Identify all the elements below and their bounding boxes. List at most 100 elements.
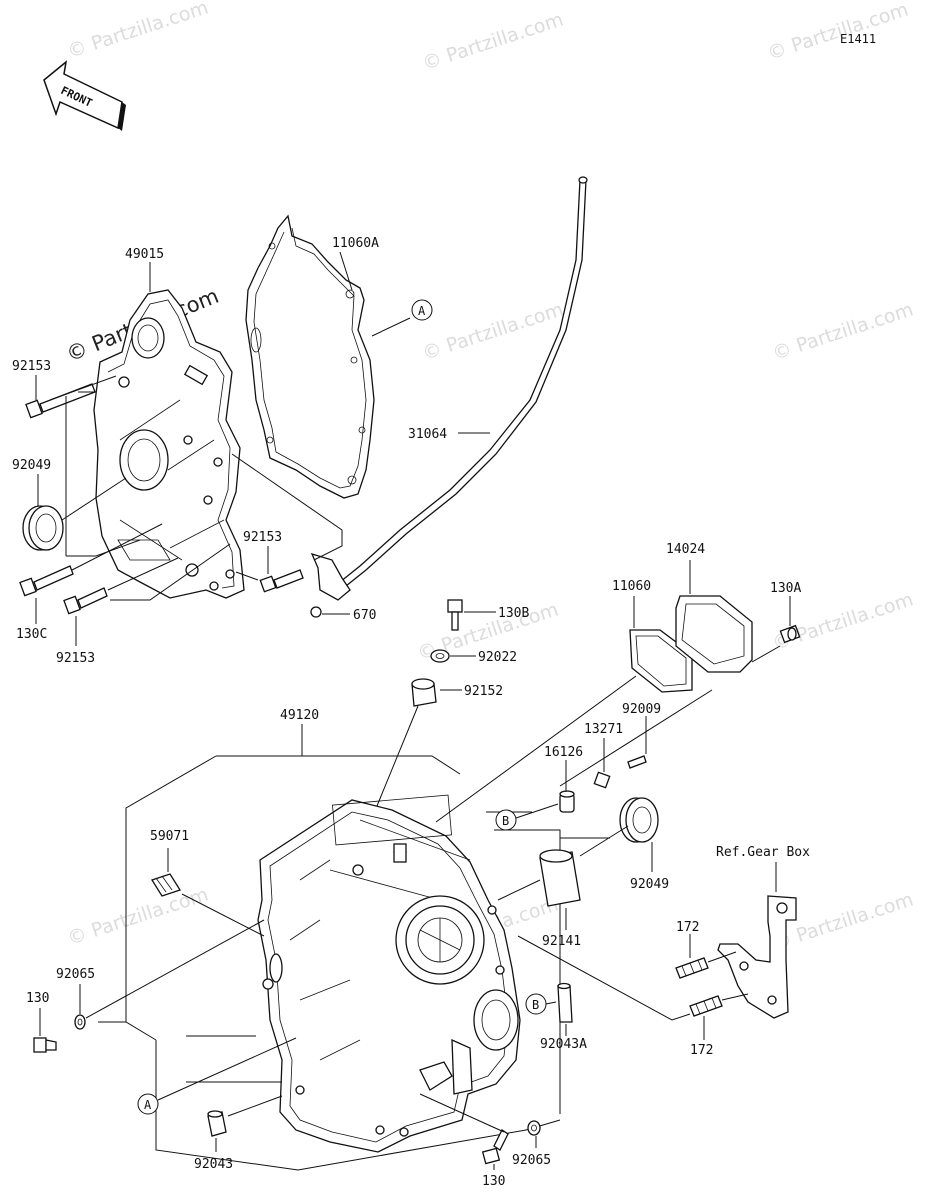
part-label-130: 130: [482, 1174, 505, 1189]
part-label-92009: 92009: [622, 702, 661, 717]
part-label-92043A: 92043A: [540, 1037, 587, 1052]
watermark: © Partzilla.com: [770, 589, 916, 655]
leader: [227, 1095, 283, 1117]
leader: [497, 879, 541, 901]
part-label-92043: 92043: [194, 1157, 233, 1172]
ref-marker-a: [137, 1093, 159, 1115]
leader: [517, 935, 691, 1021]
crankcase-49120: [257, 794, 521, 1153]
leader: [85, 919, 265, 1019]
part-label-130: 130: [26, 991, 49, 1006]
part-label-49120: 49120: [280, 708, 319, 723]
leader: [235, 571, 259, 581]
watermark: © Partzilla.com: [420, 9, 566, 75]
dowel-92043A: [557, 982, 573, 1023]
ref-marker-b: [495, 809, 517, 831]
bracket-line: [98, 755, 461, 1041]
gasket-11060: [629, 629, 693, 693]
dowel-92043: [207, 1110, 227, 1137]
bracket-line: [65, 396, 96, 557]
part-label-92141: 92141: [542, 934, 581, 949]
leader: [419, 1093, 505, 1133]
part-label-11060: 11060: [612, 579, 651, 594]
leader: [181, 893, 265, 937]
part-label-172: 172: [676, 920, 699, 935]
part-label-11060A: 11060A: [332, 236, 379, 251]
part-label-14024: 14024: [666, 542, 705, 557]
cap-92152: [411, 678, 437, 707]
screw-92009: [627, 755, 647, 769]
leader-ref-b: [515, 803, 559, 819]
leader: [95, 539, 231, 601]
bolt-130-bottom: [481, 1129, 509, 1165]
ref-gear-box-label: Ref.Gear Box: [716, 845, 810, 860]
bolt-130B: [447, 599, 463, 631]
part-label-92049: 92049: [630, 877, 669, 892]
leader: [231, 453, 343, 561]
part-label-31064: 31064: [408, 427, 447, 442]
leader: [707, 951, 737, 963]
pin-16126: [559, 790, 575, 813]
diagram-id: E1411: [840, 32, 876, 46]
stud-172-bottom: [689, 995, 723, 1017]
plug-13271: [593, 771, 611, 789]
leader: [435, 675, 713, 823]
part-label-92065: 92065: [512, 1153, 551, 1168]
ref-letter: B: [532, 998, 539, 1012]
leader: [71, 523, 163, 571]
part-label-92153: 92153: [243, 530, 282, 545]
part-label-13271: 13271: [584, 722, 623, 737]
part-label-92049: 92049: [12, 458, 51, 473]
dipstick-31064: [310, 176, 588, 618]
ref-letter: A: [144, 1098, 152, 1112]
leader: [721, 993, 749, 1001]
bolt-130C: [19, 565, 74, 597]
oil-seal-92049-right: [619, 797, 659, 843]
part-label-59071: 59071: [150, 829, 189, 844]
bolt-92153-right: [259, 569, 304, 593]
part-label-16126: 16126: [544, 745, 583, 760]
leader-bolt-a: [49, 375, 117, 401]
leader: [107, 557, 179, 591]
crankcase-cover-49015: [93, 289, 245, 599]
part-label-92152: 92152: [464, 684, 503, 699]
part-label-130B: 130B: [498, 606, 529, 621]
part-label-92153: 92153: [12, 359, 51, 374]
part-label-49015: 49015: [125, 247, 164, 262]
watermark: © Partzilla.com: [420, 299, 566, 365]
oil-seal-92049-left: [22, 505, 64, 551]
bolt-130-left: [33, 1037, 57, 1053]
part-label-92065: 92065: [56, 967, 95, 982]
ref-marker-a: [411, 299, 433, 321]
washer-92022: [430, 649, 450, 663]
part-label-92022: 92022: [478, 650, 517, 665]
gasket-11060A: [245, 214, 375, 499]
ref-letter: B: [502, 814, 509, 828]
plug-59071: [151, 873, 181, 897]
watermark: © Partzilla.com: [65, 884, 211, 950]
part-label-172: 172: [690, 1043, 713, 1058]
leader-ref-a: [371, 317, 411, 337]
ref-marker-b: [525, 993, 547, 1015]
gear-box-bracket: [717, 895, 797, 1019]
watermark: © Partzilla.com: [770, 299, 916, 365]
bolt-130A: [779, 624, 801, 644]
watermark: © Partzilla.com: [765, 0, 911, 65]
leader-ref-a: [157, 1037, 297, 1101]
part-label-130C: 130C: [16, 627, 47, 642]
leader: [751, 645, 781, 663]
washer-92065-bottom: [527, 1120, 541, 1136]
leader-seal: [61, 477, 127, 521]
part-label-92153: 92153: [56, 651, 95, 666]
part-label-670: 670: [353, 608, 376, 623]
bolt-92153-bottom: [63, 587, 108, 615]
ref-letter: A: [418, 304, 426, 318]
sleeve-92141: [539, 849, 581, 907]
stud-172-top: [675, 957, 709, 979]
leader: [579, 825, 629, 857]
leader-11060A: [339, 251, 353, 291]
cover-14024: [675, 595, 753, 673]
front-arrow-icon: FRONT: [43, 60, 126, 131]
